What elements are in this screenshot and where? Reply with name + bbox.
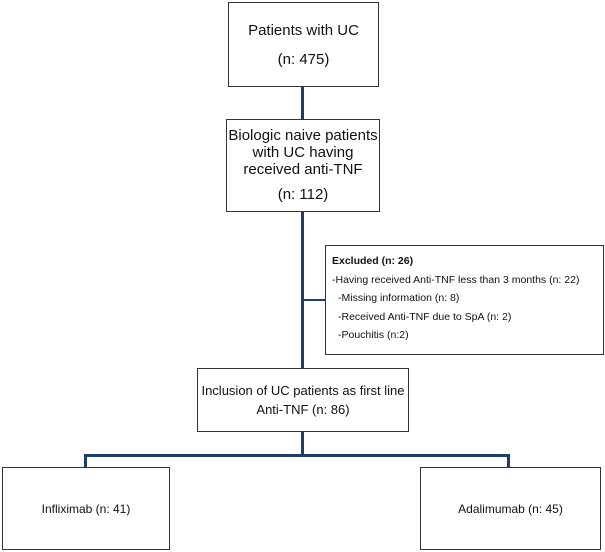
node-biologic-naive-count: (n: 112)	[277, 186, 329, 203]
connector-inclusion-down	[301, 432, 304, 456]
node-excluded: Excluded (n: 26) -Having received Anti-T…	[325, 245, 604, 355]
node-adalimumab: Adalimumab (n: 45)	[420, 467, 601, 550]
node-patients-with-uc-label: Patients with UC	[248, 21, 359, 39]
node-excluded-title: Excluded (n: 26)	[332, 255, 414, 267]
node-infliximab-label: Infliximab (n: 41)	[41, 501, 131, 516]
connector-naive-to-inclusion	[301, 212, 304, 368]
connector-to-excluded	[304, 299, 325, 301]
node-biologic-naive-line-2: with UC having	[252, 144, 354, 161]
node-adalimumab-label: Adalimumab (n: 45)	[458, 501, 563, 516]
node-excluded-item: -Missing information (n: 8)	[338, 292, 460, 304]
node-biologic-naive-line-1: Biologic naive patients	[228, 127, 378, 144]
node-excluded-item: -Pouchitis (n:2)	[338, 329, 409, 341]
node-excluded-item: -Having received Anti-TNF less than 3 mo…	[332, 273, 580, 286]
node-patients-with-uc: Patients with UC (n: 475)	[228, 2, 379, 87]
node-biologic-naive: Biologic naive patients with UC having r…	[226, 119, 380, 212]
node-inclusion: Inclusion of UC patients as first line A…	[197, 368, 409, 432]
connector-branch-horizontal	[84, 454, 510, 457]
connector-branch-right	[507, 454, 510, 467]
connector-branch-left	[84, 454, 87, 467]
node-biologic-naive-line-3: received anti-TNF	[243, 161, 363, 178]
node-infliximab: Infliximab (n: 41)	[2, 467, 170, 550]
node-excluded-item: -Received Anti-TNF due to SpA (n: 2)	[338, 310, 512, 323]
node-inclusion-line-1: Inclusion of UC patients as first line	[201, 383, 405, 398]
node-inclusion-line-2: Anti-TNF (n: 86)	[256, 402, 350, 417]
node-patients-with-uc-count: (n: 475)	[277, 50, 330, 68]
connector-patients-to-naive	[301, 87, 304, 119]
